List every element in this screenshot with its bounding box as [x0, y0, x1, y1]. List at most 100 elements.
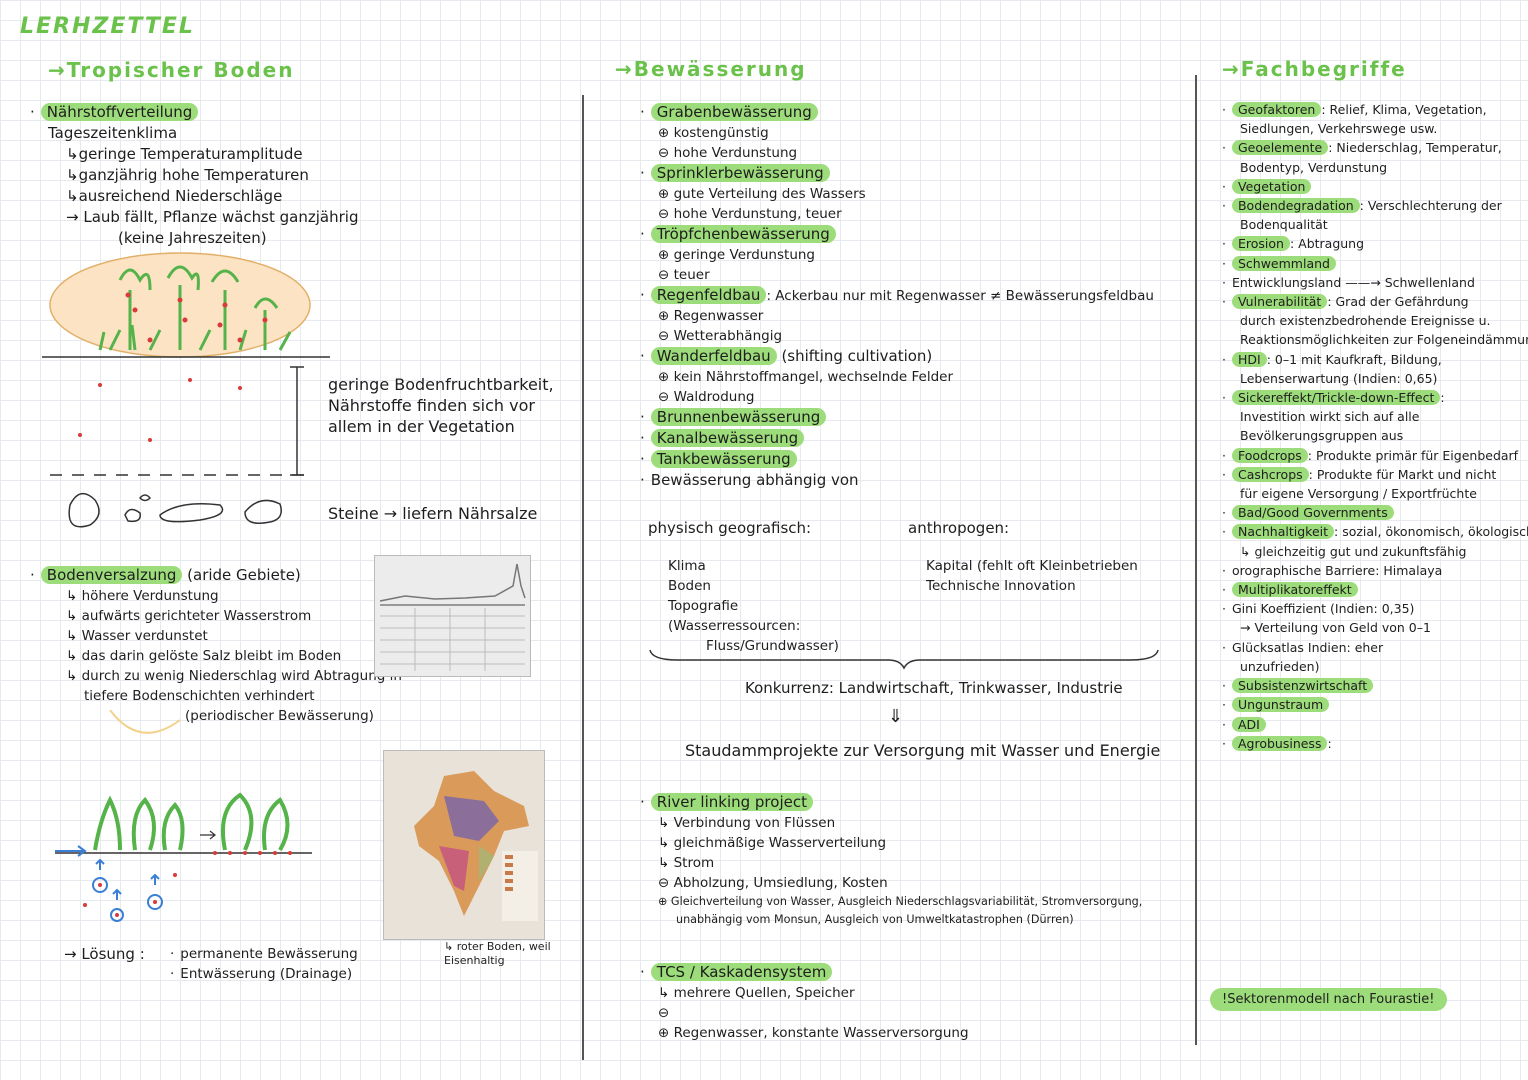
- irrigation-sub: ⊖ hohe Verdunstung, teuer: [658, 206, 842, 222]
- term-continuation: Investition wirkt sich auf alle: [1240, 409, 1420, 425]
- term-entry: Entwicklungsland ——→ Schwellenland: [1222, 273, 1522, 292]
- term-text: (Indien: 0,35): [1326, 601, 1415, 617]
- term-entry: HDI: 0–1 mit Kaufkraft, Bildung,: [1222, 350, 1522, 369]
- term-continuation: Bodenqualität: [1240, 217, 1328, 233]
- term-label: HDI: [1231, 351, 1267, 367]
- term-text: ——→ Schwellenland: [1341, 274, 1475, 290]
- term-entry: Geoelemente: Niederschlag, Temperatur,: [1222, 138, 1522, 157]
- term-text: Indien: eher: [1303, 639, 1384, 655]
- term-entry: Vegetation: [1222, 177, 1522, 196]
- term-label: Schwemmland: [1231, 255, 1336, 271]
- term-label: Vegetation: [1231, 178, 1312, 194]
- term-text: :: [1440, 390, 1445, 406]
- term-continuation: durch existenzbedrohende Ereignisse u.: [1240, 313, 1491, 329]
- term-text: : Abtragung: [1289, 236, 1365, 252]
- irrigation-suffix: : Ackerbau nur mit Regenwasser ≠ Bewässe…: [766, 288, 1154, 304]
- term-entry: Glücksatlas Indien: eher: [1222, 638, 1522, 657]
- irrigation-suffix: (shifting cultivation): [776, 347, 933, 365]
- tcs-line: ⊖: [658, 1005, 670, 1021]
- irrigation-label: Grabenbewässerung: [650, 103, 818, 121]
- river-line: ⊕ Gleichverteilung von Wasser, Ausgleich…: [658, 895, 1143, 908]
- fertility-note: geringe Bodenfruchtbarkeit, Nährstoffe f…: [328, 374, 554, 437]
- term-continuation: Siedlungen, Verkehrswege usw.: [1240, 121, 1438, 137]
- term-entry: Cashcrops: Produkte für Markt und nicht: [1222, 465, 1522, 484]
- climate-diagram-photo: [374, 555, 531, 677]
- versalzung-line: ↳ höhere Verdunstung: [66, 588, 219, 604]
- page-title: LERHZETTEL: [20, 14, 195, 39]
- physisch-item: Topografie: [668, 598, 739, 614]
- term-text: : Verschlechterung der: [1359, 198, 1502, 214]
- term-entry: Foodcrops: Produkte primär für Eigenbeda…: [1222, 446, 1522, 465]
- term-entry: Bad/Good Governments: [1222, 503, 1522, 522]
- loesung-item: permanente Bewässerung: [180, 946, 358, 962]
- term-text: : Himalaya: [1375, 562, 1443, 578]
- irrigation-sub: ⊕ kein Nährstoffmangel, wechselnde Felde…: [658, 369, 954, 385]
- loesung-item: Entwässerung (Drainage): [180, 966, 353, 982]
- naehrstoff-line: ↳geringe Temperaturamplitude: [66, 145, 303, 163]
- soil-vegetation-drawing: [42, 252, 330, 528]
- versalzung-line: ↳ aufwärts gerichteter Wasserstrom: [66, 608, 312, 624]
- physisch-item: Boden: [668, 578, 711, 594]
- term-text: : Grad der Gefährdung: [1327, 294, 1469, 310]
- fertility-note-line: Nährstoffe finden sich vor: [328, 396, 535, 415]
- versalzung-line: tiefere Bodenschichten verhindert: [84, 688, 315, 704]
- section-heading-bewaesserung: →Bewässerung: [615, 57, 807, 81]
- versalzung-line: ↳ Wasser verdunstet: [66, 628, 208, 644]
- term-continuation: für eigene Versorgung / Exportfrüchte: [1240, 486, 1477, 502]
- anthro-label: anthropogen:: [908, 519, 1010, 537]
- term-entry: ADI: [1222, 715, 1522, 734]
- river-label: River linking project: [650, 793, 813, 811]
- term-entry: Multiplikatoreffekt: [1222, 580, 1522, 599]
- term-continuation: Lebenserwartung (Indien: 0,65): [1240, 370, 1438, 386]
- river-line: ↳ Strom: [658, 855, 715, 871]
- section-heading-fachbegriffe: →Fachbegriffe: [1222, 57, 1407, 81]
- term-continuation: Bodentyp, Verdunstung: [1240, 159, 1388, 175]
- term-label: orographische Barriere: [1231, 562, 1376, 578]
- physisch-list: Klima Boden Topografie (Wasserressourcen…: [668, 556, 839, 656]
- irrigation-sub: ⊕ gute Verteilung des Wassers: [658, 186, 866, 202]
- salinization-drawing: [55, 710, 312, 922]
- irrigation-sub: ⊖ teuer: [658, 267, 710, 283]
- term-label: Erosion: [1231, 236, 1290, 252]
- map-caption-line: ↳ roter Boden, weil: [444, 940, 551, 953]
- term-label: Subsistenzwirtschaft: [1231, 678, 1374, 694]
- term-entry: orographische Barriere: Himalaya: [1222, 561, 1522, 580]
- stones-note: Steine → liefern Nährsalze: [328, 504, 538, 523]
- term-label: Multiplikatoreffekt: [1231, 582, 1358, 598]
- irrigation-sub: ⊖ Waldrodung: [658, 389, 755, 405]
- term-text: :: [1327, 735, 1332, 751]
- india-soil-map-photo: [383, 750, 545, 940]
- term-entry: Subsistenzwirtschaft: [1222, 676, 1522, 695]
- physisch-item: Fluss/Grundwasser): [706, 638, 839, 654]
- terms-list: Geofaktoren: Relief, Klima, Vegetation,S…: [1222, 100, 1528, 753]
- loesung-list: permanente Bewässerung Entwässerung (Dra…: [170, 944, 358, 984]
- fertility-note-line: geringe Bodenfruchtbarkeit,: [328, 375, 554, 394]
- down-arrow: ⇓: [888, 706, 904, 727]
- term-continuation: unzufrieden): [1240, 658, 1320, 674]
- versalzung-line: (periodischer Bewässerung): [185, 708, 374, 724]
- naehrstoff-block: Nährstoffverteilung Tageszeitenklima ↳ge…: [30, 102, 570, 249]
- column-divider-right: [1195, 75, 1197, 1045]
- term-label: Geoelemente: [1231, 140, 1329, 156]
- term-text: : sozial, ökonomisch, ökologisch: [1334, 524, 1528, 540]
- term-label: Geofaktoren: [1231, 102, 1322, 117]
- irrigation-label: Tankbewässerung: [650, 450, 797, 468]
- term-label: Agrobusiness: [1231, 735, 1328, 751]
- irrigation-sub: ⊕ geringe Verdunstung: [658, 247, 815, 263]
- term-entry: Nachhaltigkeit: sozial, ökonomisch, ökol…: [1222, 522, 1528, 541]
- brace-line: [649, 649, 1159, 670]
- physisch-label: physisch geografisch:: [648, 519, 812, 537]
- term-label: Vulnerabilität: [1231, 294, 1328, 310]
- term-entry: Gini Koeffizient (Indien: 0,35): [1222, 599, 1522, 618]
- sektorenmodell-note: !Sektorenmodell nach Fourastie!: [1210, 988, 1447, 1011]
- anthro-list: Kapital (fehlt oft Kleinbetrieben Techni…: [926, 556, 1138, 596]
- column-divider-left: [582, 95, 584, 1060]
- irrigation-label: Wanderfeldbau: [650, 347, 777, 365]
- naehrstoff-label: Nährstoffverteilung: [40, 103, 199, 121]
- naehrstoff-line: → Laub fällt, Pflanze wächst ganzjährig: [66, 208, 359, 226]
- versalzung-label: Bodenversalzung: [40, 566, 183, 584]
- term-label: Nachhaltigkeit: [1231, 524, 1335, 540]
- map-caption-line: Eisenhaltig: [444, 954, 505, 967]
- versalzung-line: ↳ durch zu wenig Niederschlag wird Abtra…: [66, 668, 402, 684]
- term-text: : Produkte primär für Eigenbedarf: [1307, 447, 1519, 463]
